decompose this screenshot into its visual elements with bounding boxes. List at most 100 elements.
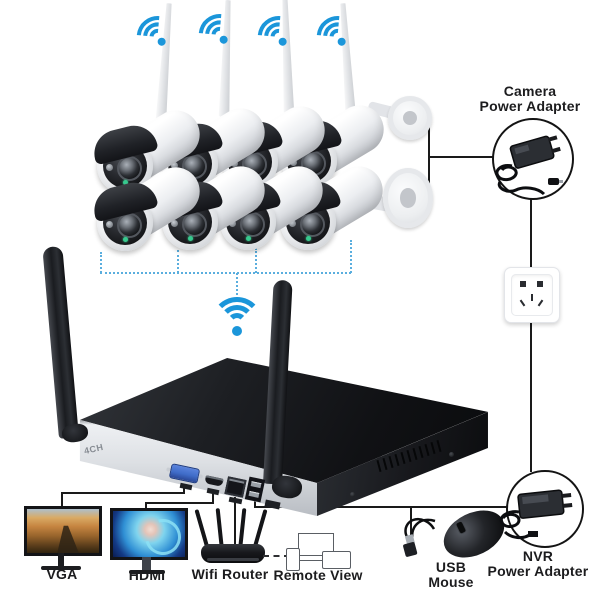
usb-plug (403, 542, 418, 557)
connector-outlet-to-nvr-adapter (530, 319, 532, 472)
outlet-slot (537, 281, 543, 287)
camera-status-led (123, 180, 128, 185)
camera-wifi-icon (249, 7, 308, 67)
wifi-arc-1 (211, 297, 263, 349)
camera-face (103, 201, 147, 245)
camera-ir-led (231, 160, 238, 167)
camera-head (281, 133, 337, 189)
wifi-router (201, 544, 265, 563)
camera-head (162, 194, 218, 250)
camera-head (97, 195, 153, 251)
connector-vga-to-monitor (61, 492, 63, 510)
camera-lens (301, 151, 326, 176)
camera-antenna (154, 3, 176, 122)
outlet-slot (520, 281, 526, 287)
wifi-arc-3 (267, 25, 290, 49)
wifi-arc-2 (137, 16, 178, 58)
vga-label: VGA (46, 566, 78, 582)
camera-wifi-icon (308, 7, 367, 67)
camera-hood (214, 116, 284, 162)
vga-monitor-stand (58, 553, 64, 566)
camera-head (97, 138, 153, 194)
camera-face (287, 139, 331, 183)
hdmi-port-label (206, 487, 220, 496)
wifi-arc-1 (128, 7, 187, 67)
wireless-link-bus (100, 272, 351, 274)
remote-view-label: Remote View (273, 567, 363, 583)
camera-ir-led (175, 149, 182, 156)
nvr-vent (382, 457, 388, 471)
swirl-graphic (138, 512, 185, 557)
nvr-vent (418, 445, 424, 459)
camera-head (162, 136, 218, 192)
wifi-arc-2 (317, 16, 358, 58)
nvr-power-adapter-label-line2: Power Adapter (487, 563, 589, 579)
camera-status-led (188, 178, 193, 183)
camera-ir-led (110, 208, 117, 215)
camera-status-led (188, 236, 193, 241)
camera-lens (117, 213, 142, 238)
camera-ir-led (171, 220, 178, 227)
camera-antenna (278, 0, 296, 116)
camera-hood (273, 115, 343, 161)
camera-ir-led (175, 207, 182, 214)
camera-power-adapter-label-line2: Power Adapter (479, 98, 581, 114)
nvr-power-adapter-badge (506, 470, 584, 548)
nvr-power-adapter-label: NVR Power Adapter (468, 549, 600, 579)
wifi-arc-3 (208, 23, 231, 47)
nvr-vent (376, 459, 382, 473)
nvr-vent (436, 439, 442, 453)
wifi-arc-1 (190, 5, 249, 65)
camera-lens (300, 212, 325, 237)
hdmi-label: HDMI (128, 567, 166, 583)
wifi-arc-2 (199, 14, 240, 56)
nvr-vent (394, 453, 400, 467)
wireless-link-cam2 (177, 250, 179, 273)
camera-mount-arm (366, 101, 396, 119)
connector-vga-drop (183, 485, 185, 493)
camera-ir-led (106, 221, 113, 228)
camera-hood (272, 176, 342, 222)
camera-ir-led (229, 220, 236, 227)
camera-body (105, 158, 209, 248)
usb-mouse-label: USB Mouse (411, 560, 491, 590)
nvr-vent (388, 455, 394, 469)
camera-ir-led (294, 146, 301, 153)
camera-mount-arm (364, 193, 394, 213)
nvr-vent (412, 447, 418, 461)
vga-monitor-base (41, 566, 81, 570)
nvr-vent (406, 449, 412, 463)
usb-mouse-label-line1: USB (435, 559, 467, 575)
connector-usb-drop (254, 500, 256, 508)
camera-power-adapter-badge (492, 118, 574, 200)
camera-body (288, 157, 392, 247)
usb-mouse-label-line2: Mouse (428, 574, 474, 590)
camera-lens (242, 152, 267, 177)
wifi-dot (336, 36, 348, 48)
camera-lens (117, 156, 142, 181)
camera-ir-led (110, 151, 117, 158)
wifi-dot (218, 34, 230, 46)
ethernet-port (224, 476, 247, 498)
camera-wall-mount (383, 168, 433, 228)
camera-antenna (217, 0, 235, 118)
camera-status-led (307, 175, 312, 180)
camera-ir-led (289, 220, 296, 227)
wifi-dot (277, 36, 289, 48)
wireless-remote-link (263, 555, 290, 557)
remote-tablet (322, 551, 351, 569)
camera-ir-led (106, 164, 113, 171)
camera-status-led (123, 237, 128, 242)
vga-port-label (179, 482, 193, 491)
connector-usb-mouse (410, 506, 412, 544)
camera-wifi-icon (190, 5, 249, 65)
camera-hood (212, 176, 282, 222)
nvr-screw (350, 492, 355, 497)
camera-body (105, 101, 209, 191)
camera-status-led (306, 236, 311, 241)
vga-monitor-image (27, 509, 99, 553)
camera-hood (154, 176, 224, 222)
camera-antenna (336, 3, 358, 122)
wireless-link-to-nvr (236, 273, 238, 299)
